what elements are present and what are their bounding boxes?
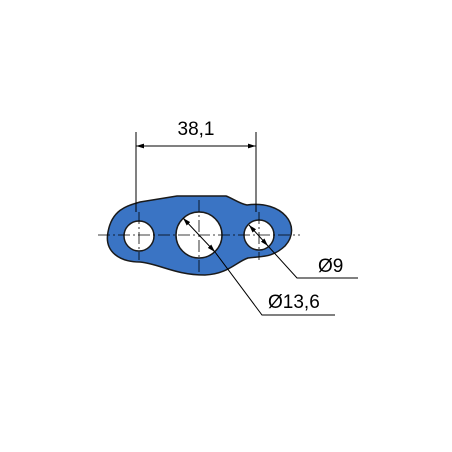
- large-hole-dimension-line: [182, 217, 216, 253]
- small-hole-leader: [267, 245, 358, 279]
- gasket-body: [106, 195, 293, 276]
- center-distance-label: 38,1: [178, 119, 215, 140]
- small-hole-dimension-line: [248, 224, 269, 247]
- small-hole-diameter-label: Ø9: [318, 256, 343, 277]
- large-hole-leader: [214, 251, 335, 316]
- large-hole-diameter-label: Ø13,6: [268, 292, 320, 313]
